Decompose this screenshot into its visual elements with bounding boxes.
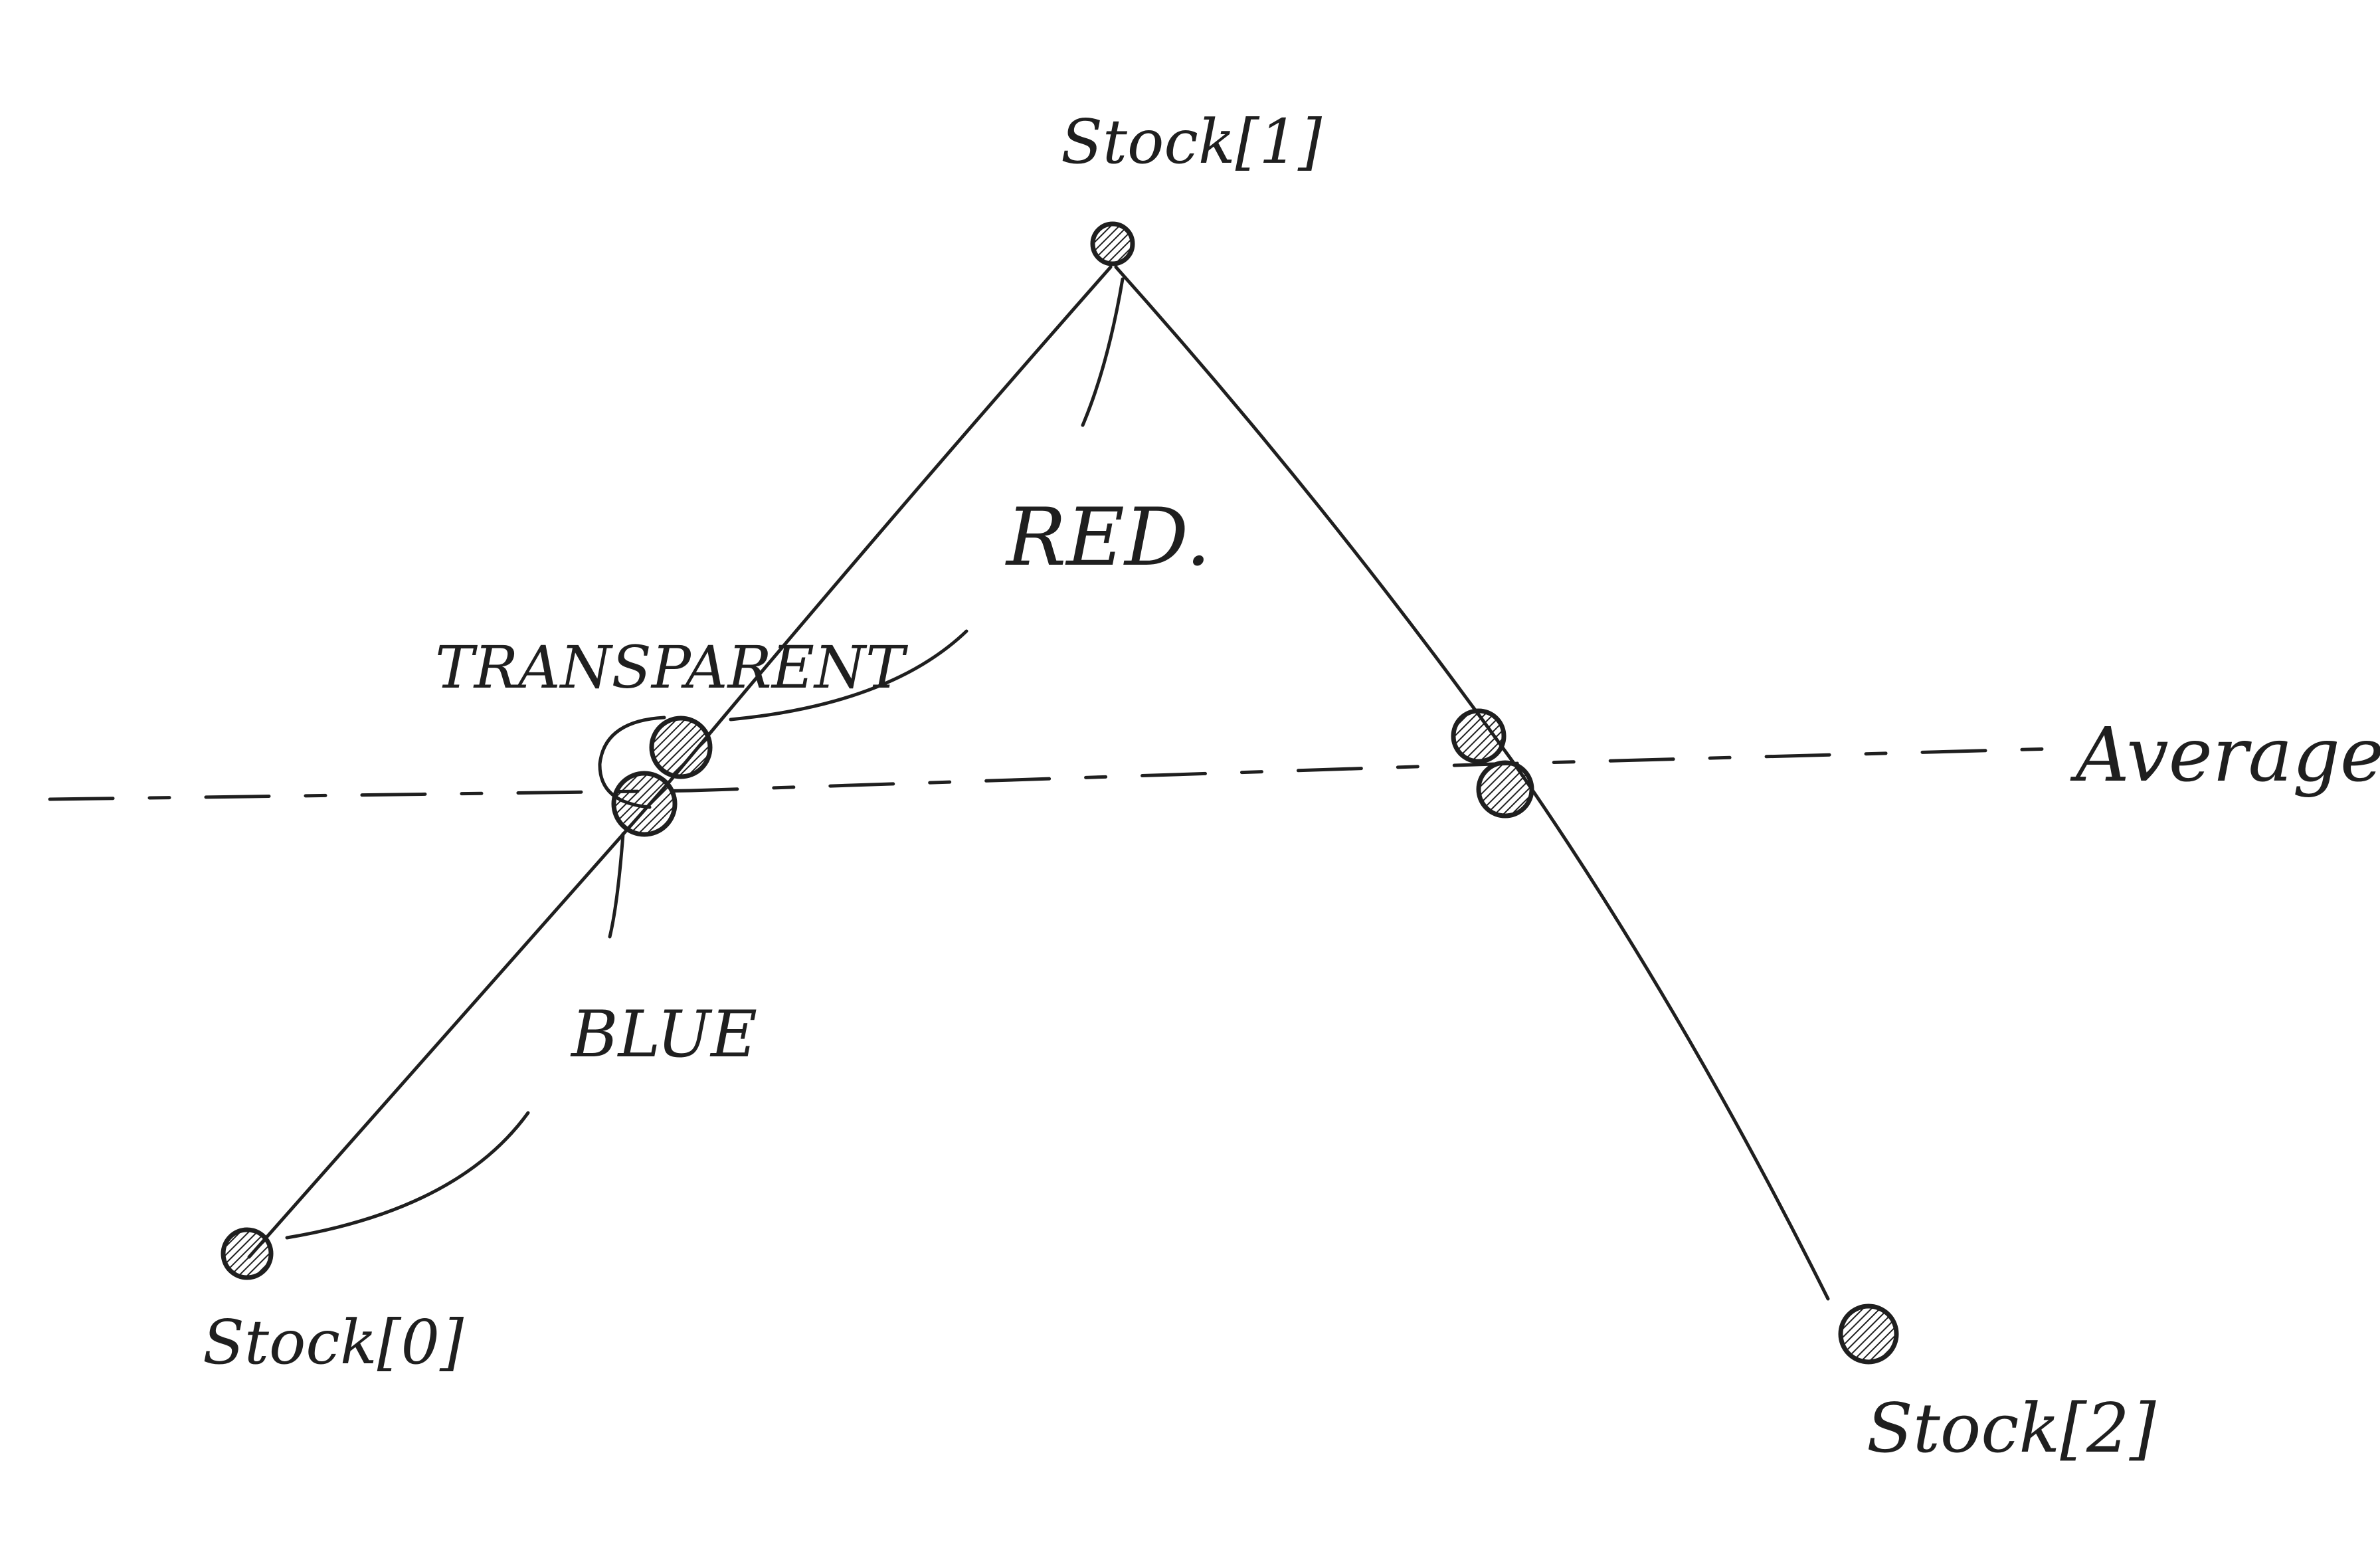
transparent-label: TRANSPARENT	[435, 633, 909, 702]
stock0-point	[221, 1227, 274, 1280]
red-leader-line-top	[1081, 277, 1125, 427]
line-stock1-to-stock2	[1114, 265, 1830, 1301]
red-label: RED.	[1005, 492, 1211, 584]
blue-leader-line-bottom	[285, 1111, 530, 1240]
stock2-point	[1838, 1303, 1899, 1365]
average-label: Average.	[2070, 712, 2380, 799]
right-crossing-point-lower	[1476, 760, 1534, 819]
stock0-label: Stock[0]	[203, 1307, 464, 1378]
right-crossing-point-upper	[1451, 708, 1507, 764]
red-crossing-point	[649, 716, 713, 779]
red-leader-line-bottom	[729, 629, 968, 722]
blue-label: BLUE	[570, 997, 757, 1072]
line-stock0-to-stock1	[247, 265, 1113, 1259]
stock1-label: Stock[1]	[1061, 106, 1322, 177]
stock2-label: Stock[2]	[1867, 1389, 2156, 1468]
average-line	[48, 747, 2055, 801]
stock1-point	[1090, 221, 1135, 266]
blue-leader-line-top	[608, 832, 625, 939]
blue-crossing-point	[611, 771, 678, 837]
